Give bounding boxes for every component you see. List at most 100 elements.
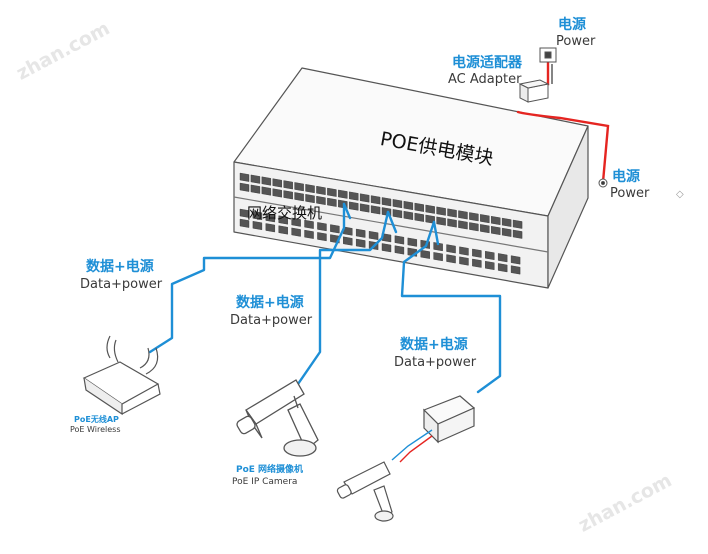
switch-port [458,210,468,220]
ip-camera-icon [236,379,319,457]
switch-port [501,227,512,237]
switch-port [330,224,340,234]
cursor-icon: ◇ [676,189,684,200]
switch-port [304,219,314,229]
power-right-label-en: Power [610,186,650,201]
switch-port [469,222,479,232]
switch-port [472,258,482,268]
switch-port [265,213,276,223]
switch-port [261,186,272,196]
splitter-data-power-label-cn: 数据+电源 [400,337,468,353]
switch-port [394,235,405,245]
switch-port [425,204,435,214]
switch-port [355,228,366,238]
switch-port [510,265,521,275]
switch-port [359,203,370,213]
switch-port [459,246,469,256]
switch-port [472,248,482,258]
switch-port [349,201,359,211]
camera-label-cn: PoE 网络摄像机 [236,465,304,475]
switch-port [480,224,490,234]
switch-port [414,212,424,222]
switch-port [304,229,314,239]
switch-port [239,218,250,228]
switch-port [355,238,366,248]
switch-port [446,254,456,264]
switch-port [359,193,370,203]
power-plug-icon [598,178,608,188]
switch-port [265,223,276,233]
switch-ports-upper [239,172,523,239]
switch-port [278,225,288,235]
switch-port [459,256,469,266]
switch-port [250,184,261,194]
switch-port [394,245,405,255]
switch-port [252,221,263,231]
switch-port [446,244,456,254]
ac-adapter-icon [518,79,550,103]
splitter-cables [391,429,433,463]
switch-port [512,229,523,239]
switch-port [283,190,293,200]
switch-port [305,194,315,204]
switch-port [338,189,348,199]
ap-data-power-label-en: Data+power [80,277,163,292]
switch-port [343,236,353,246]
switch-port [510,255,521,265]
switch-port [491,215,501,226]
switch-port [491,225,501,236]
switch-port [272,188,282,198]
switch-port [407,237,418,247]
switch-port [349,191,359,201]
switch-port [469,212,479,222]
switch-port [497,253,508,263]
wall-socket-icon [539,47,557,63]
switch-port [392,209,403,219]
switch-port [381,197,392,207]
small-camera-icon [336,461,394,522]
wireless-ap-icon [82,335,161,416]
power-top-label-cn: 电源 [558,17,586,33]
switch-port [368,230,379,241]
switch-port [239,182,250,192]
switch-port [291,227,301,237]
switch-port [381,243,392,253]
switch-port [447,208,457,218]
ap-label-cn: PoE无线AP [74,415,119,424]
switch-port [250,174,261,184]
adapter-label-cn: 电源适配器 [452,55,522,71]
switch-port [420,249,430,259]
switch-port [501,217,512,227]
network-switch [233,67,589,289]
switch-port [485,260,495,270]
adapter-label-en: AC Adapter [448,72,522,87]
switch-port [392,199,403,209]
switch-port [403,200,414,210]
camera-data-power-label-cn: 数据+电源 [236,295,304,311]
switch-port [458,220,468,230]
data-cables [148,202,502,394]
switch-port [305,184,315,194]
power-right-label-cn: 电源 [612,169,640,185]
switch-port [294,182,304,192]
switch-port [480,214,490,224]
switch-port [370,205,381,215]
switch-port [291,217,301,227]
switch-port [316,185,326,195]
switch-port [485,250,495,260]
switch-port [316,195,326,205]
switch-port [497,263,508,273]
switch-port [261,176,272,186]
switch-port [447,218,457,228]
switch-label: 网络交换机 [247,204,323,222]
switch-port [436,206,446,216]
switch-port [272,178,282,188]
switch-port [252,211,263,221]
switch-port [370,195,381,205]
switch-port [512,219,523,229]
ap-label-en: PoE Wireless [70,425,121,434]
camera-data-power-label-en: Data+power [230,313,313,328]
switch-port [436,216,446,226]
switch-port [327,187,337,197]
